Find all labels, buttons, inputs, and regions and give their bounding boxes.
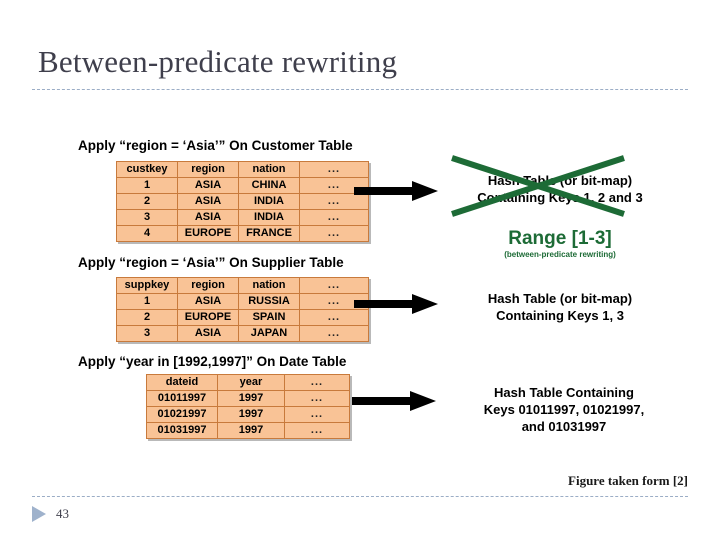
cell-region: ASIA xyxy=(177,209,239,226)
column-header-nation: nation xyxy=(238,277,300,294)
date-table: dateid year ... 01011997 1997 ... 010219… xyxy=(146,374,350,439)
column-header-custkey: custkey xyxy=(116,161,178,178)
figure-source-note: Figure taken form [2] xyxy=(568,473,688,488)
right-arrow-icon xyxy=(352,391,436,411)
cell-nation: SPAIN xyxy=(238,309,300,326)
cell-more: ... xyxy=(299,193,369,210)
page-number: 43 xyxy=(56,506,69,521)
column-header-region: region xyxy=(177,161,239,178)
column-header-dateid: dateid xyxy=(146,374,218,391)
cell-more: ... xyxy=(299,325,369,342)
column-header-year: year xyxy=(217,374,285,391)
footer-divider xyxy=(32,496,688,497)
triangle-bullet-icon xyxy=(32,506,46,522)
cell-nation: FRANCE xyxy=(238,225,300,242)
cell-suppkey: 3 xyxy=(116,325,178,342)
table-header-row: suppkey region nation ... xyxy=(116,277,369,294)
cell-year: 1997 xyxy=(217,390,285,407)
cell-region: ASIA xyxy=(177,177,239,194)
cell-nation: CHINA xyxy=(238,177,300,194)
cell-more: ... xyxy=(284,390,350,407)
table-row: 01011997 1997 ... xyxy=(146,390,350,407)
table-header-row: custkey region nation ... xyxy=(116,161,369,178)
cell-dateid: 01031997 xyxy=(146,422,218,439)
step-caption-date: Apply “year in [1992,1997]” On Date Tabl… xyxy=(78,354,347,369)
cell-region: ASIA xyxy=(177,325,239,342)
cell-region: ASIA xyxy=(177,193,239,210)
cell-suppkey: 2 xyxy=(116,309,178,326)
cell-region: ASIA xyxy=(177,293,239,310)
range-replacement-label: Range [1-3] xyxy=(508,228,612,249)
cell-nation: JAPAN xyxy=(238,325,300,342)
cell-dateid: 01011997 xyxy=(146,390,218,407)
title-divider xyxy=(32,89,688,90)
cell-more: ... xyxy=(299,225,369,242)
cell-more: ... xyxy=(299,209,369,226)
hash-table-label-supplier: Hash Table (or bit-map) Containing Keys … xyxy=(487,291,633,323)
table-row: 1 ASIA RUSSIA ... xyxy=(116,293,369,310)
table-row: 01031997 1997 ... xyxy=(146,422,350,439)
supplier-table: suppkey region nation ... 1 ASIA RUSSIA … xyxy=(116,277,369,342)
column-header-suppkey: suppkey xyxy=(116,277,178,294)
cell-nation: RUSSIA xyxy=(238,293,300,310)
cell-more: ... xyxy=(284,406,350,423)
cell-region: EUROPE xyxy=(177,309,239,326)
customer-table: custkey region nation ... 1 ASIA CHINA .… xyxy=(116,161,369,242)
column-header-more: ... xyxy=(284,374,350,391)
cell-custkey: 1 xyxy=(116,177,178,194)
table-row: 01021997 1997 ... xyxy=(146,406,350,423)
table-row: 4 EUROPE FRANCE ... xyxy=(116,225,369,242)
cell-more: ... xyxy=(299,309,369,326)
cell-year: 1997 xyxy=(217,422,285,439)
right-arrow-icon xyxy=(354,294,438,314)
column-header-region: region xyxy=(177,277,239,294)
cell-dateid: 01021997 xyxy=(146,406,218,423)
column-header-nation: nation xyxy=(238,161,300,178)
cell-custkey: 4 xyxy=(116,225,178,242)
cell-more: ... xyxy=(284,422,350,439)
cross-out-icon xyxy=(451,155,625,217)
cell-custkey: 3 xyxy=(116,209,178,226)
page-title: Between-predicate rewriting xyxy=(38,44,398,79)
table-row: 1 ASIA CHINA ... xyxy=(116,177,369,194)
range-replacement-subtitle: (between-predicate rewriting) xyxy=(504,250,616,259)
table-header-row: dateid year ... xyxy=(146,374,350,391)
cell-custkey: 2 xyxy=(116,193,178,210)
cell-nation: INDIA xyxy=(238,193,300,210)
column-header-more: ... xyxy=(299,277,369,294)
cell-year: 1997 xyxy=(217,406,285,423)
table-row: 3 ASIA INDIA ... xyxy=(116,209,369,226)
step-caption-supplier: Apply “region = ‘Asia’” On Supplier Tabl… xyxy=(78,255,344,270)
cell-suppkey: 1 xyxy=(116,293,178,310)
cell-nation: INDIA xyxy=(238,209,300,226)
cell-more: ... xyxy=(299,177,369,194)
column-header-more: ... xyxy=(299,161,369,178)
table-row: 3 ASIA JAPAN ... xyxy=(116,325,369,342)
right-arrow-icon xyxy=(354,181,438,201)
table-row: 2 EUROPE SPAIN ... xyxy=(116,309,369,326)
step-caption-customer: Apply “region = ‘Asia’” On Customer Tabl… xyxy=(78,138,353,153)
table-row: 2 ASIA INDIA ... xyxy=(116,193,369,210)
hash-table-label-date: Hash Table Containing Keys 01011997, 010… xyxy=(483,385,645,434)
cell-region: EUROPE xyxy=(177,225,239,242)
